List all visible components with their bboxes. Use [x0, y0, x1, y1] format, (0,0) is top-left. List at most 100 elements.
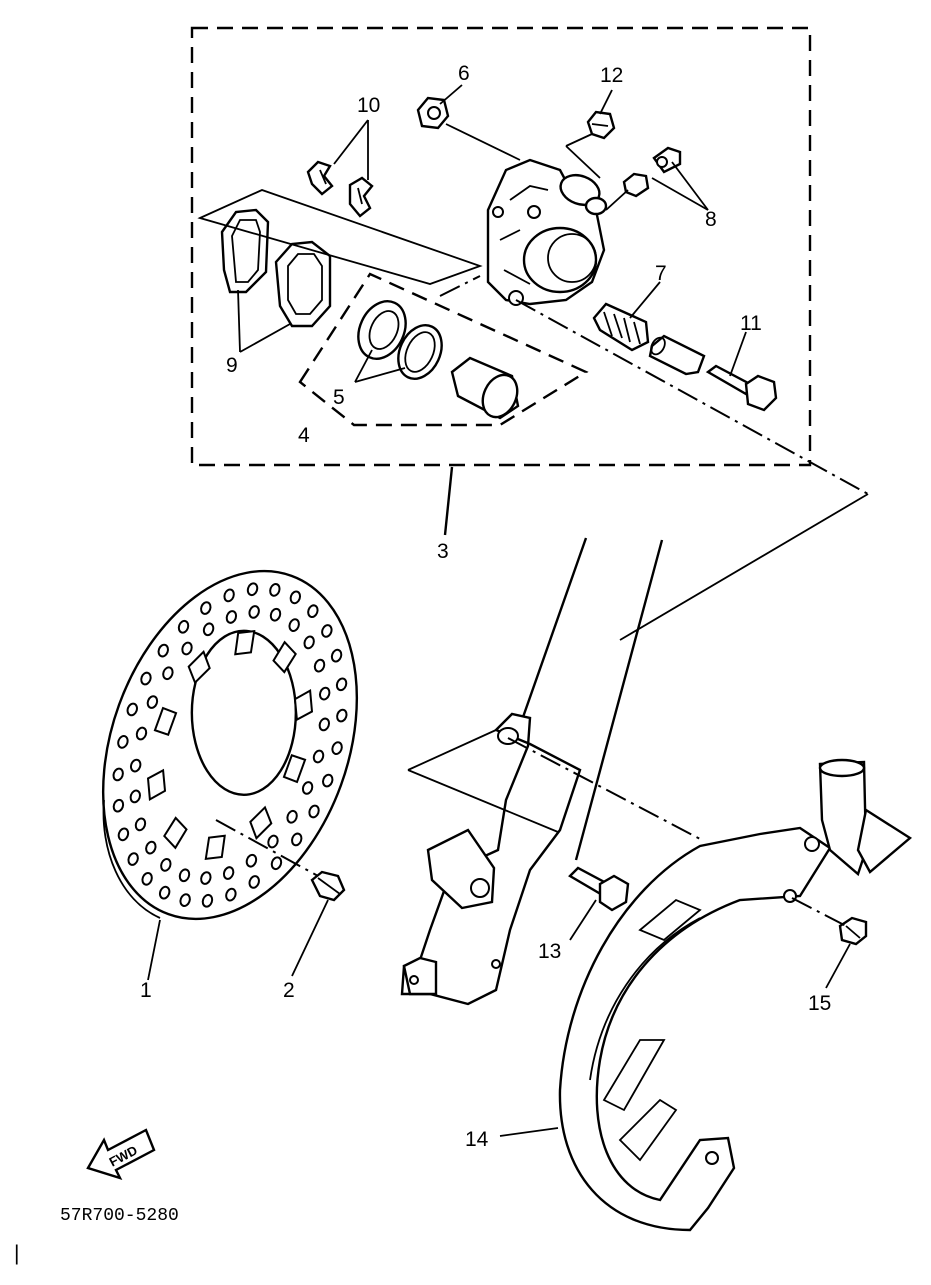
- disc-hole: [307, 604, 319, 619]
- disc-hole: [248, 875, 260, 889]
- disc-hole: [225, 887, 237, 902]
- callout-4: 4: [298, 424, 310, 447]
- disc-hole: [223, 588, 235, 603]
- callout-7: 7: [655, 262, 667, 285]
- disc-bolt-part: [310, 870, 346, 902]
- disc-hole: [286, 809, 298, 824]
- callout-leader-6: [439, 84, 463, 105]
- disc-hole: [157, 643, 169, 658]
- boot-part: [592, 302, 650, 352]
- disc-guard-part: [558, 758, 913, 1232]
- disc-hole: [335, 677, 348, 692]
- callout-leader-3: [443, 466, 454, 536]
- disc-hole: [129, 758, 142, 773]
- callout-leader-2: [291, 899, 329, 977]
- drawing-code: 57R700-5280: [60, 1206, 179, 1226]
- callout-13: 13: [538, 940, 561, 963]
- disc-hole: [312, 749, 325, 764]
- piston-part: [450, 356, 520, 420]
- forward-direction-arrow-icon: FWD: [86, 1128, 156, 1180]
- disc-hole: [112, 798, 125, 813]
- disc-hole: [245, 853, 258, 868]
- callout-5: 5: [333, 386, 345, 409]
- disc-hole: [303, 635, 315, 650]
- caliper-nut-part: [416, 96, 450, 130]
- disc-hole: [177, 619, 190, 634]
- disc-hole: [336, 708, 348, 723]
- callout-leader-15: [825, 943, 851, 989]
- guard-screw-part: [838, 916, 868, 946]
- callout-9: 9: [226, 354, 238, 377]
- disc-hole: [127, 852, 139, 866]
- disc-hole: [146, 695, 159, 709]
- disc-hole: [288, 618, 300, 632]
- callout-2: 2: [283, 979, 295, 1002]
- piston-group-outline: [298, 272, 589, 427]
- caliper-body-part: [486, 158, 608, 306]
- pad-clip-part: [306, 160, 374, 218]
- caliper-assembly-group: [190, 26, 869, 641]
- disc-hole: [140, 671, 152, 686]
- disc-hole: [117, 827, 130, 842]
- callout-6: 6: [458, 62, 470, 85]
- disc-hole: [178, 868, 191, 883]
- disc-hole: [318, 686, 331, 701]
- disc-hole: [134, 817, 147, 832]
- disc-slot: [204, 834, 226, 861]
- bleed-screw-part: [622, 146, 682, 198]
- disc-hole: [202, 622, 215, 637]
- disc-hole: [179, 893, 191, 907]
- front-fork-part: [400, 537, 664, 1006]
- piston-seal-part: [357, 300, 443, 380]
- callout-leader-1: [147, 919, 161, 981]
- disc-hole: [158, 885, 171, 900]
- disc-slot: [146, 768, 167, 802]
- callout-11: 11: [740, 312, 762, 335]
- disc-hole: [162, 666, 174, 681]
- disc-hole: [141, 871, 153, 886]
- caliper-assembly-boundary: [190, 26, 812, 467]
- disc-hole: [267, 834, 279, 849]
- disc-hole: [246, 582, 259, 597]
- callout-leader-8: [651, 177, 709, 211]
- disc-hole: [200, 601, 212, 615]
- disc-hole: [289, 590, 302, 605]
- callout-leader-12: [599, 89, 613, 115]
- pin-sleeve-part: [648, 334, 706, 376]
- callout-10: 10: [357, 94, 380, 117]
- disc-slot: [153, 706, 178, 736]
- disc-hole: [135, 726, 148, 741]
- disc-hole: [331, 741, 343, 755]
- disc-hole: [269, 607, 282, 622]
- brake-disc-part: [101, 569, 359, 921]
- callout-leader-9: [237, 289, 241, 353]
- disc-slot: [163, 816, 188, 850]
- callout-3: 3: [437, 540, 449, 563]
- callout-leader-7: [629, 281, 661, 319]
- disc-hole: [270, 856, 283, 871]
- guard-bolt-part: [568, 866, 630, 912]
- brake-pad-part: [220, 208, 332, 328]
- disc-slot: [272, 640, 297, 674]
- disc-hole: [201, 893, 214, 908]
- callout-leader-14: [499, 1127, 559, 1137]
- disc-hole: [318, 717, 331, 732]
- disc-hole: [222, 866, 235, 880]
- disc-slot: [249, 805, 273, 840]
- disc-hole: [248, 605, 260, 619]
- callout-12: 12: [600, 64, 623, 87]
- disc-hole: [301, 781, 314, 795]
- disc-slot: [282, 754, 307, 784]
- disc-hole: [291, 832, 303, 847]
- disc-hole: [181, 641, 193, 656]
- disc-hole: [321, 624, 333, 638]
- callout-1: 1: [140, 979, 152, 1002]
- callout-leader-11: [729, 331, 747, 377]
- corner-mark: |: [14, 1242, 19, 1265]
- callout-leader-5: [354, 349, 373, 383]
- disc-hole: [160, 858, 172, 872]
- disc-hole: [112, 767, 124, 782]
- disc-hole: [117, 735, 129, 749]
